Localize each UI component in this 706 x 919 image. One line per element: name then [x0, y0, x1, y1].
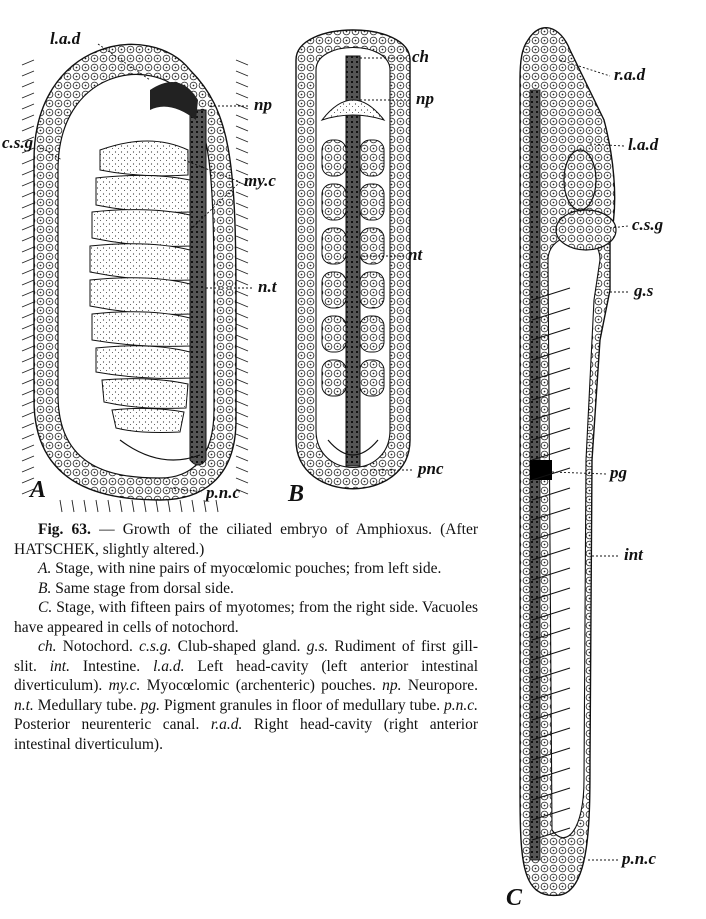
- figure-caption: Fig. 63. — Growth of the ciliated embryo…: [14, 520, 478, 754]
- legend-text: Medullary tube.: [34, 697, 141, 714]
- panel-letter-a: A: [30, 478, 46, 502]
- legend-abbr: l.a.d.: [153, 658, 184, 675]
- caption-item-text: Stage, with nine pairs of myocœlomic pou…: [51, 560, 441, 577]
- label-c-pg: pg: [610, 464, 627, 481]
- legend-abbr: int.: [50, 658, 70, 675]
- caption-item-text: Stage, with fifteen pairs of myotomes; f…: [14, 599, 478, 636]
- label-a-pnc: p.n.c: [206, 484, 240, 501]
- label-a-lad: l.a.d: [50, 30, 80, 47]
- legend-text: Pigment granules in floor of medullary t…: [160, 697, 444, 714]
- legend-text: Notochord.: [57, 638, 140, 655]
- legend-abbr: my.c.: [109, 677, 141, 694]
- caption-panel-descriptions: A. Stage, with nine pairs of myocœlomic …: [14, 559, 478, 637]
- caption-item-key: C.: [38, 599, 52, 616]
- label-b-nt: nt: [408, 246, 422, 263]
- caption-heading: Fig. 63. — Growth of the ciliated embryo…: [14, 520, 478, 559]
- caption-item: A. Stage, with nine pairs of myocœlomic …: [14, 559, 478, 579]
- caption-item: B. Same stage from dorsal side.: [14, 579, 478, 599]
- legend-abbr: p.n.c.: [444, 697, 478, 714]
- caption-item-text: Same stage from dorsal side.: [51, 580, 234, 597]
- legend-text: Posterior neurenteric canal.: [14, 716, 211, 733]
- legend-text: Club-shaped gland.: [171, 638, 306, 655]
- caption-item-key: B.: [38, 580, 51, 597]
- label-c-csg: c.s.g: [632, 216, 663, 233]
- panel-letter-b: B: [288, 482, 304, 506]
- label-a-np: np: [254, 96, 272, 113]
- label-a-nt: n.t: [258, 278, 276, 295]
- caption-abbreviations: ch. Notochord. c.s.g. Club-shaped gland.…: [14, 637, 478, 754]
- panel-b-embryo: [296, 30, 410, 489]
- legend-abbr: pg.: [141, 697, 160, 714]
- legend-abbr: r.a.d.: [211, 716, 242, 733]
- legend-abbr: np.: [382, 677, 401, 694]
- caption-item-key: A.: [38, 560, 51, 577]
- label-a-myc: my.c: [244, 172, 276, 189]
- legend-text: Intestine.: [70, 658, 153, 675]
- label-c-lad: l.a.d: [628, 136, 658, 153]
- label-b-ch: ch: [412, 48, 429, 65]
- label-a-csg: c.s.g: [2, 134, 33, 151]
- legend-abbr: n.t.: [14, 697, 34, 714]
- panel-c-embryo: [520, 28, 616, 896]
- label-b-np: np: [416, 90, 434, 107]
- fig-number: Fig. 63.: [38, 521, 91, 538]
- legend-text: Neuropore.: [402, 677, 478, 694]
- caption-item: C. Stage, with fifteen pairs of myotomes…: [14, 598, 478, 637]
- label-b-pnc: pnc: [418, 460, 444, 477]
- label-c-gs: g.s: [634, 282, 653, 299]
- label-c-pnc: p.n.c: [622, 850, 656, 867]
- legend-abbr: ch.: [38, 638, 57, 655]
- legend-text: Myocœlomic (archenteric) pouches.: [140, 677, 382, 694]
- caption-title: — Growth of the ciliated embryo of Amphi…: [99, 521, 432, 538]
- label-c-rad: r.a.d: [614, 66, 645, 83]
- label-c-int: int: [624, 546, 643, 563]
- panel-a-embryo: [22, 44, 248, 512]
- legend-abbr: g.s.: [307, 638, 329, 655]
- panel-letter-c: C: [506, 886, 522, 910]
- legend-abbr: c.s.g.: [139, 638, 171, 655]
